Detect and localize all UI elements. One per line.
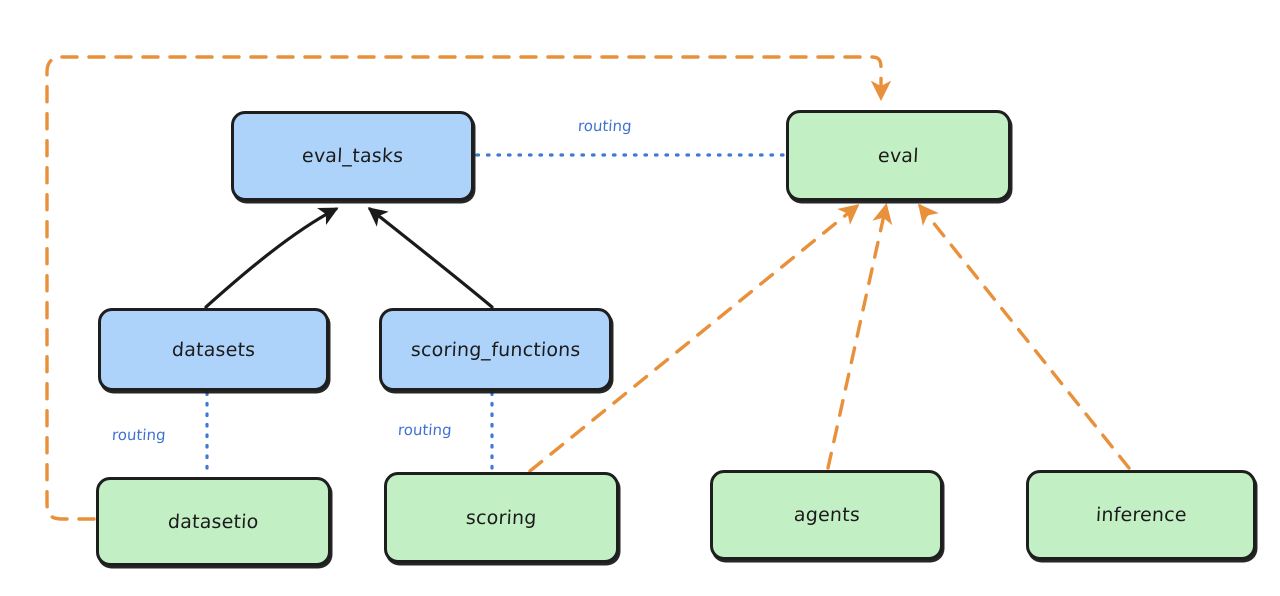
node-label-inference: inference [1095, 504, 1187, 526]
node-scoring[interactable]: scoring [384, 472, 619, 563]
node-label-scoring: scoring [465, 506, 538, 529]
edge-datasets-evaltasks [204, 207, 339, 309]
node-label-datasets: datasets [171, 338, 256, 361]
node-datasets[interactable]: datasets [98, 308, 329, 391]
edge-label-routing-datasetio: routing [111, 426, 167, 444]
edge-label-routing-scoring: routing [397, 421, 453, 439]
node-label-eval: eval [877, 144, 920, 167]
node-eval-tasks[interactable]: eval_tasks [231, 111, 474, 201]
edge-datasetio-eval [45, 55, 892, 521]
node-eval[interactable]: eval [786, 110, 1011, 201]
node-scoring-functions[interactable]: scoring_functions [379, 308, 612, 391]
node-label-eval-tasks: eval_tasks [301, 145, 404, 167]
edge-scoring-eval [528, 204, 860, 473]
node-inference[interactable]: inference [1026, 470, 1256, 560]
edge-agents-eval [826, 203, 893, 470]
node-label-datasetio: datasetio [167, 510, 260, 533]
node-label-agents: agents [792, 504, 861, 526]
node-datasetio[interactable]: datasetio [96, 477, 331, 566]
edge-inference-eval [918, 203, 1131, 470]
node-label-scoring-functions: scoring_functions [410, 338, 581, 361]
edge-label-routing-eval: routing [577, 117, 633, 135]
node-agents[interactable]: agents [710, 470, 943, 560]
edge-scoringfunctions-evaltasks [367, 207, 494, 309]
